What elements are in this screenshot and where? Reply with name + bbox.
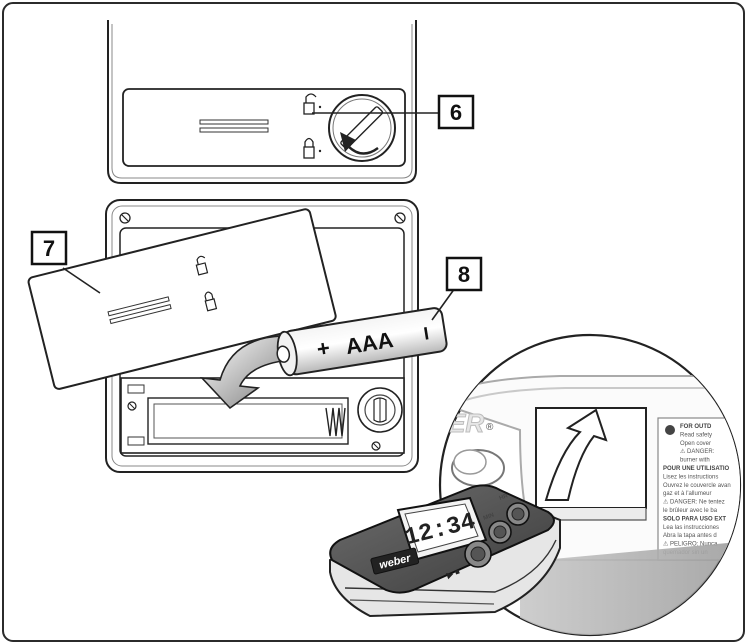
step-7-label: 7 [43, 236, 55, 261]
screw-icon [120, 213, 130, 223]
step-6-callout: 6 [439, 96, 473, 128]
screw-icon [128, 402, 136, 410]
warning-label-line: Open cover [680, 441, 711, 447]
warning-label-line: ⚠ DANGER: [680, 448, 715, 455]
warning-label-line: Lea las instrucciones [663, 525, 719, 531]
warning-label-line: FOR OUTD [680, 424, 712, 430]
start-stop-button[interactable] [465, 541, 491, 567]
warning-label-line: burner with [680, 458, 710, 464]
warning-label-line: Ouvrez le couvercle avan [663, 483, 731, 489]
step-8-callout: 8 [447, 258, 481, 290]
warning-label-line: Abra la tapa antes d [663, 533, 717, 539]
step-6-label: 6 [450, 100, 462, 125]
warning-label-line: le brûleur avec le ba [663, 508, 718, 514]
top-device-panel [108, 20, 440, 183]
screw-icon [372, 442, 380, 450]
screw-icon [395, 213, 405, 223]
registered-mark: ® [486, 422, 494, 433]
warning-label-line: ⚠ DANGER: Ne tentez [663, 499, 725, 506]
warning-label-line: Lisez les instructions [663, 474, 718, 480]
hour-button[interactable] [507, 503, 529, 525]
warning-label-line: SOLO PARA USO EXT [663, 516, 726, 522]
step-8-label: 8 [458, 262, 470, 287]
minute-button[interactable] [489, 521, 511, 543]
warning-label-line: POUR UNE UTILISATIO [663, 466, 730, 472]
warning-label-line: Read safety [680, 432, 712, 438]
warning-label-line: gaz et à l'allumeur [663, 491, 712, 497]
step-7-callout: 7 [32, 232, 66, 264]
